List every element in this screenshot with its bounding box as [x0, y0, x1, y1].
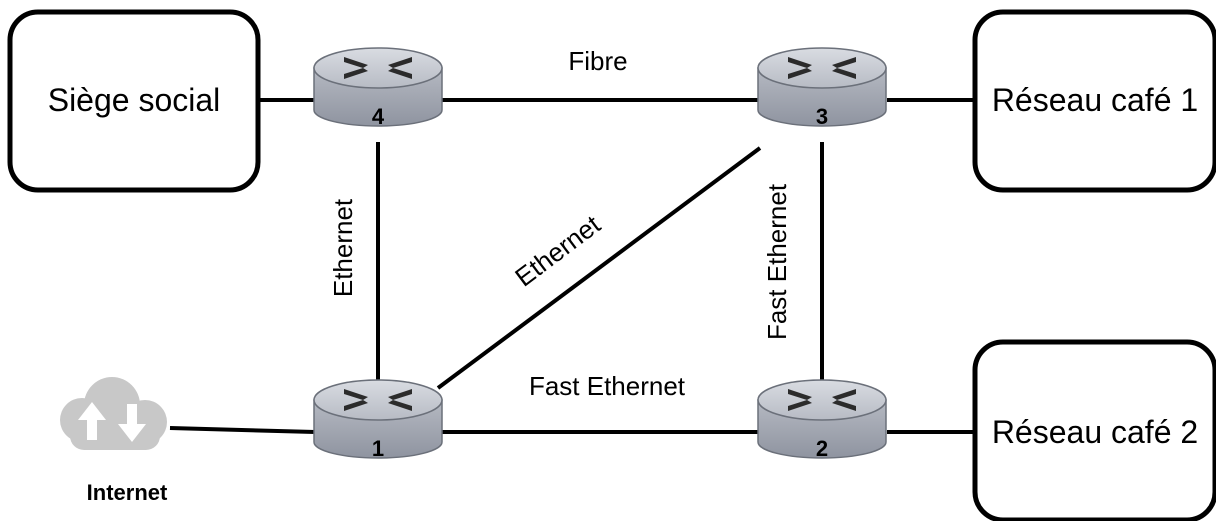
router-1-number: 1 — [372, 436, 384, 461]
link-label-r4-r1: Ethernet — [328, 198, 358, 297]
router-4[interactable]: 4 — [313, 47, 443, 129]
link-label-r1-r2: Fast Ethernet — [529, 371, 686, 401]
link-r1-r3 — [436, 146, 762, 390]
cafe1-label: Réseau café 1 — [992, 82, 1198, 118]
box-reseau-cafe-1[interactable]: Réseau café 1 — [972, 9, 1216, 193]
link-label-r3-r2: Fast Ethernet — [762, 183, 792, 340]
upload-download-arrows-icon — [78, 402, 146, 442]
router-3-number: 3 — [816, 104, 828, 129]
cloud-icon — [60, 377, 167, 450]
box-reseau-cafe-2[interactable]: Réseau café 2 — [972, 339, 1216, 521]
internet-node[interactable]: Internet — [60, 377, 168, 505]
router-2-number: 2 — [816, 436, 828, 461]
internet-label: Internet — [87, 480, 168, 505]
link-internet-r1 — [169, 426, 316, 434]
box-siege-social[interactable]: Siège social — [7, 9, 261, 193]
siege-social-label: Siège social — [48, 82, 221, 118]
router-3[interactable]: 3 — [757, 47, 887, 129]
router-2[interactable]: 2 — [757, 379, 887, 461]
link-label-r1-r3: Ethernet — [509, 209, 606, 293]
link-label-fibre: Fibre — [568, 46, 627, 76]
cafe2-label: Réseau café 2 — [992, 414, 1198, 450]
router-4-number: 4 — [372, 104, 385, 129]
router-1[interactable]: 1 — [313, 379, 443, 461]
